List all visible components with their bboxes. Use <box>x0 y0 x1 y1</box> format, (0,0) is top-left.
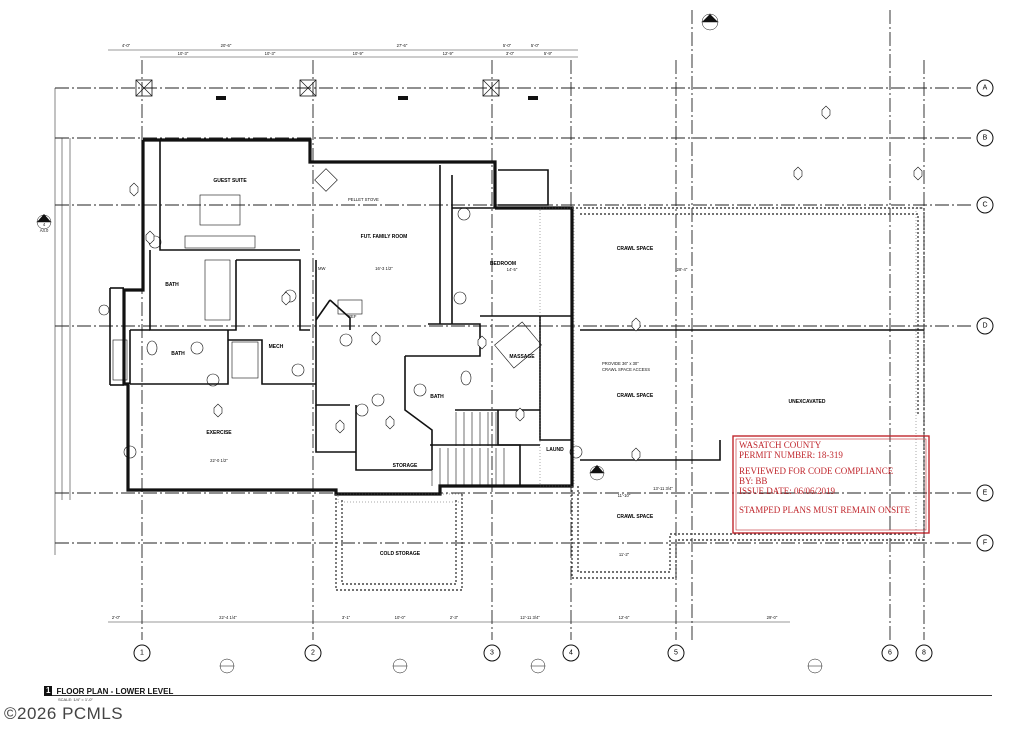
grid-column-bubbles <box>133 644 933 662</box>
room-label-bath-2: BATH <box>171 351 185 357</box>
room-label-crawl-space-3: CRAWL SPACE <box>617 514 654 520</box>
grid-row-label-f: F <box>983 540 987 547</box>
plan-title-number: 1 <box>44 686 53 696</box>
section-tag-sheet: A4.0 <box>40 228 49 233</box>
grid-lines-vertical <box>141 10 925 640</box>
section-marker-icons <box>36 13 823 674</box>
dim-top-5: 5'-0" <box>531 43 540 48</box>
room-label-bedroom: BEDROOM <box>490 261 516 267</box>
dim-bottom-4: 10'-0" <box>395 615 406 620</box>
stair-run <box>431 412 505 486</box>
masonry-hatch <box>337 207 925 539</box>
grid-col-label-1: 1 <box>140 650 144 657</box>
room-label-bath-1: BATH <box>165 282 179 288</box>
stamp-line-onsite: STAMPED PLANS MUST REMAIN ONSITE <box>739 505 911 515</box>
dim-bottom-3: 3'-1" <box>342 615 351 620</box>
dim-top-3: 27'-6" <box>397 43 408 48</box>
room-label-cold-storage: COLD STORAGE <box>380 551 421 557</box>
dim-top-sub-1: 10'-3" <box>178 51 189 56</box>
label-mw: MW <box>318 266 325 271</box>
dim-crawl-3-depth: 11'-2" <box>619 552 630 557</box>
room-label-storage: STORAGE <box>393 463 418 469</box>
dim-top-1: 4'-0" <box>122 43 131 48</box>
room-label-exercise: EXERCISE <box>206 430 232 436</box>
dim-bottom-1: 2'-0" <box>112 615 121 620</box>
stamp-line-permit: PERMIT NUMBER: 18-319 <box>739 450 843 460</box>
room-label-mech: MECH <box>269 344 284 350</box>
grid-col-label-5: 5 <box>674 650 678 657</box>
dim-bottom-8: 29'-0" <box>767 615 778 620</box>
dimension-lines <box>54 49 790 623</box>
section-tag-number: 4 <box>43 222 46 227</box>
permit-stamp <box>732 435 930 534</box>
foundation-outline <box>335 207 925 591</box>
dim-family-room-width: 16'-3 1/2" <box>375 266 393 271</box>
stamp-line-county: WASATCH COUNTY <box>739 440 822 450</box>
room-label-massage: MASSAGE <box>509 354 535 360</box>
grid-row-bubbles <box>976 79 994 552</box>
exterior-walls <box>109 138 574 496</box>
room-label-guest-suite: GUEST SUITE <box>213 178 247 184</box>
dim-bottom-6: 12'-11 3/4" <box>520 615 540 620</box>
fixtures <box>98 168 583 459</box>
grid-row-label-e: E <box>983 490 988 497</box>
dim-bottom-5: 2'-3" <box>450 615 459 620</box>
label-ref: REF <box>348 314 357 319</box>
grid-col-label-2: 2 <box>311 650 315 657</box>
stamp-line-issue-date: ISSUE DATE: 06/06/2019 <box>739 486 836 496</box>
grid-row-label-c: C <box>982 202 987 209</box>
grid-col-label-3: 3 <box>490 650 494 657</box>
grid-col-label-6: 6 <box>888 650 892 657</box>
plan-title: FLOOR PLAN - LOWER LEVEL <box>56 686 174 696</box>
dim-top-2: 20'-6" <box>221 43 232 48</box>
title-rule <box>44 695 992 696</box>
note-crawl-access-1: PROVIDE 36" x 30" <box>602 361 639 366</box>
stamp-line-by: BY: BB <box>739 476 767 486</box>
dim-crawl-1-width: 28'-4" <box>677 267 688 272</box>
dim-bedroom-width: 14'-5" <box>507 267 518 272</box>
dim-top-4: 5'-0" <box>503 43 512 48</box>
plan-scale: SCALE: 1/4" = 1'-0" <box>58 697 93 702</box>
column-footings <box>135 79 538 100</box>
grid-col-label-4: 4 <box>569 650 573 657</box>
room-label-bath-3: BATH <box>430 394 444 400</box>
room-label-crawl-space-2: CRAWL SPACE <box>617 393 654 399</box>
grid-col-label-8: 8 <box>922 650 926 657</box>
dim-top-sub-6: 5'-9" <box>544 51 553 56</box>
dim-crawl-depth: 13'-11 3/4" <box>653 486 673 491</box>
dim-exercise-width: 22'-0 1/2" <box>210 458 228 463</box>
dim-top-sub-5: 3'-0" <box>506 51 515 56</box>
stamp-line-reviewed: REVIEWED FOR CODE COMPLIANCE <box>739 466 894 476</box>
dim-top-sub-4: 12'-9" <box>443 51 454 56</box>
dim-top-sub-3: 10'-9" <box>353 51 364 56</box>
dim-crawl-3-width: 11'-10" <box>618 493 631 498</box>
room-label-crawl-space-1: CRAWL SPACE <box>617 246 654 252</box>
interior-walls <box>129 140 924 486</box>
dim-bottom-2: 22'-4 1/4" <box>219 615 237 620</box>
copyright-watermark: ©2026 PCMLS <box>4 704 124 723</box>
door-tags <box>129 105 923 462</box>
grid-row-label-d: D <box>982 323 987 330</box>
label-pellet-stove: PELLET STOVE <box>348 197 379 202</box>
note-crawl-access-2: CRAWL SPACE ACCESS <box>602 367 650 372</box>
room-label-laund: LAUND <box>546 447 564 453</box>
room-label-fut-family-room: FUT. FAMILY ROOM <box>361 234 408 240</box>
dim-top-sub-2: 10'-3" <box>265 51 276 56</box>
grid-row-label-a: A <box>983 85 988 92</box>
room-label-unexcavated: UNEXCAVATED <box>789 399 826 405</box>
grid-row-label-b: B <box>983 135 988 142</box>
plan-title-row: 1 FLOOR PLAN - LOWER LEVEL <box>44 686 173 696</box>
dim-bottom-7: 12'-6" <box>619 615 630 620</box>
